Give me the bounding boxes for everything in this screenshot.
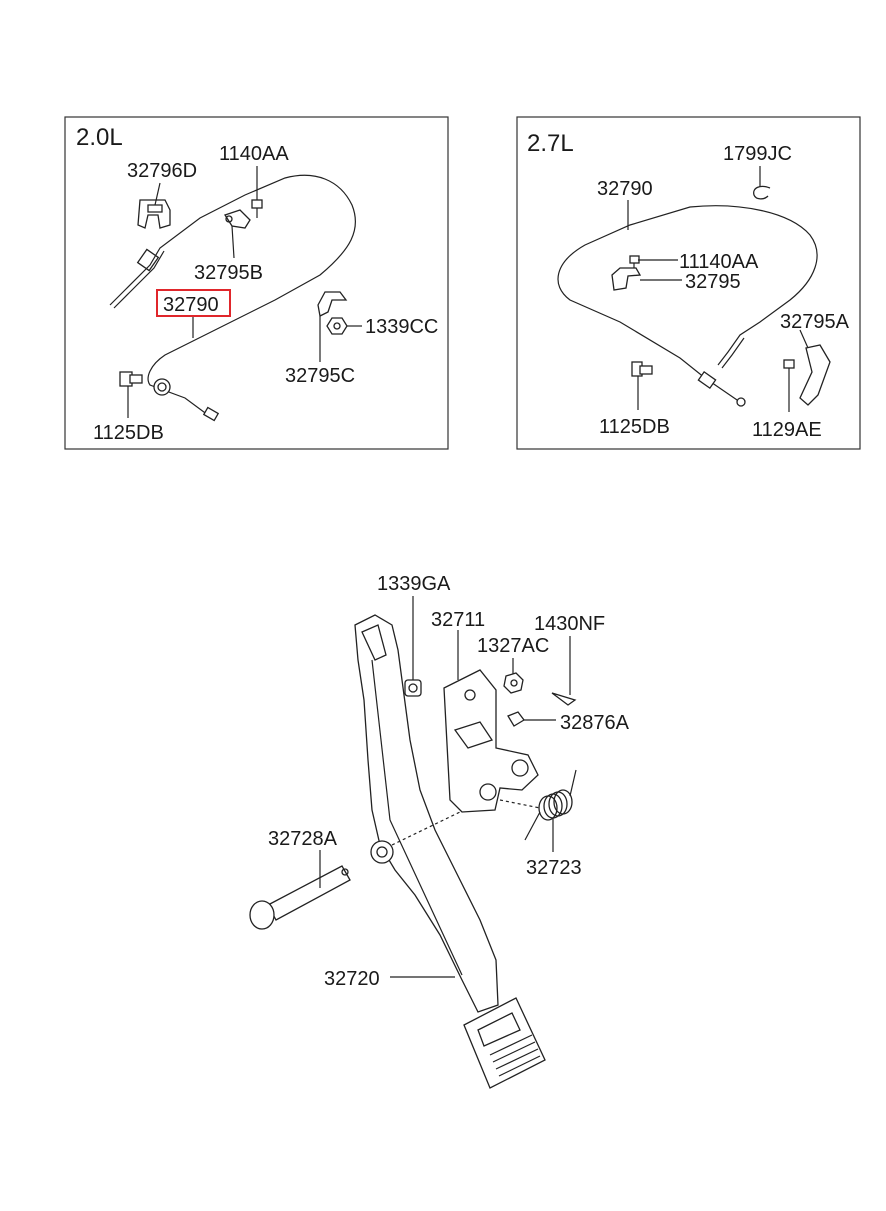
cable-grommet	[153, 378, 171, 396]
label-11140aa: 11140AA	[679, 251, 759, 273]
label-1327ac: 1327AC	[477, 635, 549, 657]
leader-32795a	[799, 329, 809, 349]
panel-2-0l-frame	[64, 116, 449, 450]
label-1125db-right: 1125DB	[599, 416, 670, 438]
label-1129ae: 1129AE	[752, 419, 822, 441]
label-32795c: 32795C	[285, 365, 355, 387]
label-32795a: 32795A	[780, 311, 850, 333]
bushing-32876a	[507, 711, 525, 727]
bracket-32795c	[317, 291, 348, 317]
pivot-pin-32728a	[249, 865, 351, 930]
panel-2-7l: 2.7L	[516, 116, 861, 450]
label-1799jc: 1799JC	[723, 143, 792, 165]
leader-32795b	[231, 225, 235, 259]
pedal-pad	[463, 997, 546, 1089]
panel-2-0l-title: 2.0L	[76, 124, 123, 151]
label-32728a: 32728A	[268, 828, 338, 850]
label-1140aa: 1140AA	[219, 143, 289, 165]
label-1339cc: 1339CC	[365, 316, 438, 338]
nut-1327ac	[503, 672, 524, 694]
bolt-1125db-2-7l	[631, 361, 653, 377]
cable-tip-2-7l	[736, 397, 746, 407]
highlight-box-32790	[156, 289, 231, 317]
bracket-32795a	[799, 344, 831, 406]
nut-1339cc	[326, 317, 348, 335]
cable-end-fitting-2-7l	[697, 370, 717, 390]
bolt-1125db	[119, 371, 143, 387]
leader-32796d	[154, 182, 161, 206]
label-32790-2-7l: 32790	[597, 178, 653, 200]
nut-1339ga	[404, 679, 422, 697]
accelerator-cable-drawing-2-7l	[557, 205, 818, 403]
cable-tip	[202, 406, 220, 422]
label-1339ga: 1339GA	[377, 573, 451, 595]
cable-end-fitting	[136, 248, 160, 272]
clip-1799jc	[753, 185, 771, 200]
pedal-assembly: 1339GA 32711 1430NF 1327AC 32876A 32728A…	[249, 573, 630, 1089]
bolt-1129ae	[783, 359, 795, 385]
label-1430nf: 1430NF	[534, 613, 605, 635]
label-1125db-left: 1125DB	[93, 422, 164, 444]
pedal-arm-32720	[354, 614, 499, 1013]
panel-2-0l: 2.0L	[64, 116, 449, 450]
label-32876a: 32876A	[560, 712, 630, 734]
panel-2-7l-frame	[516, 116, 861, 450]
pin-1430nf	[551, 692, 577, 706]
label-32790: 32790	[163, 294, 219, 316]
bracket-32795	[611, 267, 642, 291]
label-32711: 32711	[431, 609, 485, 631]
label-32720: 32720	[324, 968, 380, 990]
cable-sheath-line	[113, 250, 165, 309]
spring-32723	[524, 769, 577, 841]
assembly-line-1	[391, 811, 461, 846]
label-32723: 32723	[526, 857, 582, 879]
accelerator-cable-drawing	[109, 174, 356, 419]
cable-grommet-inner	[157, 382, 167, 392]
assembly-line-2	[499, 799, 541, 809]
bracket-32796d	[137, 199, 171, 229]
label-32795b: 32795B	[194, 262, 263, 284]
bracket-32711	[443, 669, 539, 813]
bolt-1140aa	[251, 199, 263, 218]
label-32796d: 32796D	[127, 160, 197, 182]
panel-2-7l-title: 2.7L	[527, 130, 574, 157]
label-32795: 32795	[685, 271, 741, 293]
cable-sheath-line-2-7l	[721, 337, 745, 369]
clip-32795b	[224, 209, 251, 229]
